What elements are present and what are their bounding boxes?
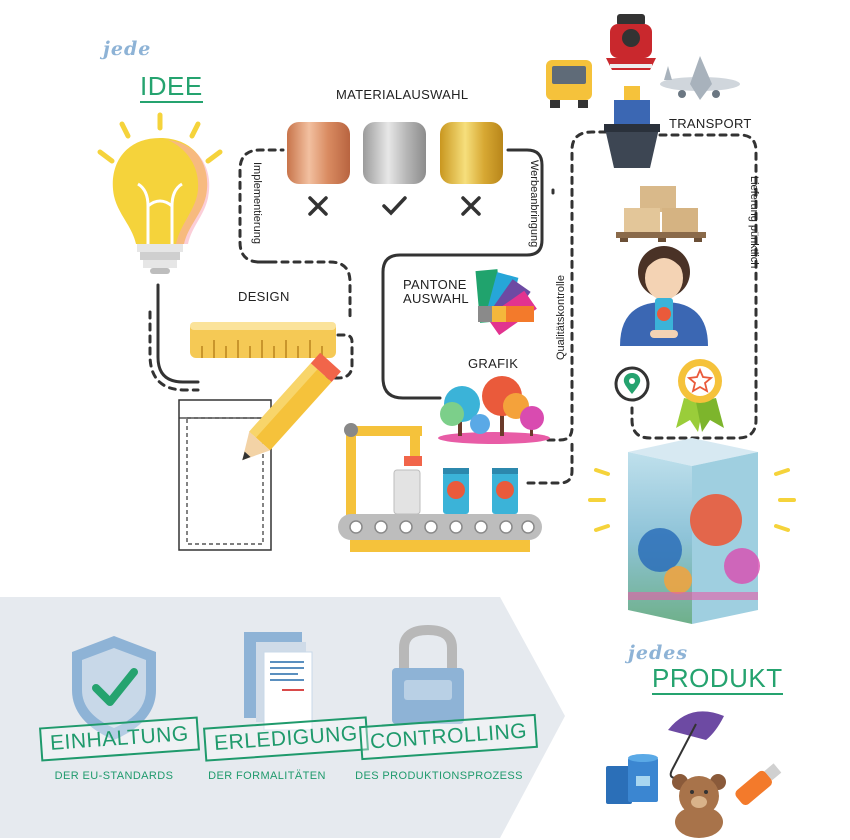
qualitaetskontrolle-label: Qualitätskontrolle — [555, 275, 567, 360]
idea-title: IDEE — [140, 71, 203, 103]
tin-can-icon — [588, 438, 796, 624]
conveyor-machine-icon — [338, 423, 542, 552]
pencil-icon — [242, 352, 341, 461]
paper-template-icon — [178, 399, 272, 551]
light-bulb-icon — [97, 112, 223, 274]
process-path — [148, 130, 758, 485]
material-copper — [287, 122, 350, 184]
boxes-pallet-icon — [616, 186, 706, 242]
materialauswahl-label: MATERIALAUSWAHL — [336, 87, 469, 102]
train-icon — [606, 14, 656, 70]
controlling-subtitle: DES PRODUKTIONSPROZESS — [355, 770, 523, 782]
ruler-icon — [190, 322, 336, 358]
check-mark-icon — [382, 196, 407, 216]
airplane-icon — [660, 56, 740, 100]
location-pin-icon — [614, 366, 650, 402]
usb-stick-icon — [735, 763, 782, 805]
reject-x-icon — [308, 196, 328, 216]
pantone-label-line2: AUSWAHL — [403, 291, 469, 306]
truck-icon — [546, 60, 592, 108]
pantone-fan-icon — [475, 269, 537, 336]
product-title: PRODUKT — [652, 663, 783, 695]
transport-label: TRANSPORT — [669, 116, 752, 131]
erledigung-subtitle: DER FORMALITÄTEN — [208, 770, 326, 782]
cans-icon — [606, 754, 658, 804]
award-badge-icon — [676, 359, 724, 432]
material-steel — [363, 122, 426, 184]
lieferung-label: Lieferung pünktlich — [748, 176, 760, 269]
grafik-label: GRAFIK — [468, 356, 519, 371]
implementierung-label: Implementierung — [251, 162, 263, 244]
product-small-text: jedes — [628, 642, 689, 664]
teddy-bear-icon — [672, 774, 726, 838]
delivery-person-icon — [620, 246, 708, 346]
einhaltung-subtitle: DER EU-STANDARDS — [54, 770, 174, 782]
reject-x-icon — [461, 196, 481, 216]
werbeanbringung-label: Werbeanbringung — [528, 160, 540, 248]
shield-check-icon — [72, 636, 156, 740]
graphic-trees-icon — [438, 376, 550, 444]
documents-icon — [244, 632, 313, 731]
ship-icon — [604, 86, 660, 168]
pantone-label-line1: PANTONE — [403, 277, 467, 292]
design-label: DESIGN — [238, 289, 290, 304]
idea-small-text: jede — [103, 38, 152, 60]
padlock-icon — [392, 624, 464, 724]
material-gold — [440, 122, 503, 184]
umbrella-icon — [668, 711, 724, 779]
